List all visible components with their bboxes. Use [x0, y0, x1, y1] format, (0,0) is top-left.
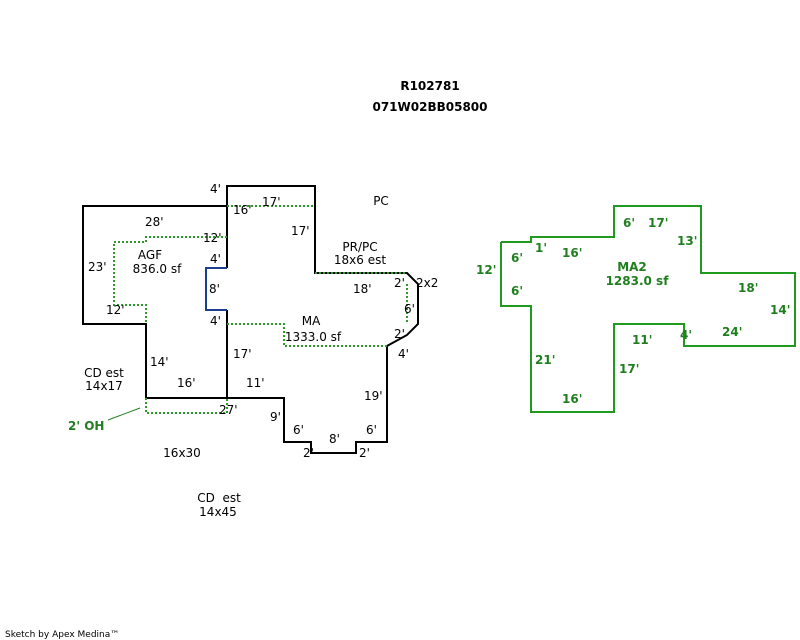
main-dims: 4' 17' 16' 17' 28' 12' 4' 23' 8' 12' 4' …: [88, 182, 438, 460]
blue-notch: [205, 267, 227, 311]
dotted-outlines: [113, 205, 408, 414]
dim-label: 8': [209, 282, 220, 296]
dim-label: 13': [677, 234, 697, 248]
ma2-building: 6' 17' 13' 1' 16' 6' 12' MA2 1283.0 sf 6…: [476, 205, 796, 413]
parcel-number: 071W02BB05800: [372, 100, 487, 114]
area-cd2-name: CD est: [197, 491, 241, 505]
dim-label: 17': [262, 195, 281, 209]
dotted-ma: [227, 323, 387, 347]
dim-label: 12': [203, 231, 222, 245]
area-cd1-size: 14x17: [85, 379, 123, 393]
area-cd2-size: 14x45: [199, 505, 237, 519]
dim-label: 2': [303, 446, 314, 460]
dim-label: 18': [353, 282, 372, 296]
dim-label: 16': [562, 392, 582, 406]
dim-label: 12': [106, 303, 125, 317]
dim-label: 17': [648, 216, 668, 230]
dotted-deck: [145, 398, 228, 414]
dim-label: 8': [329, 432, 340, 446]
dim-label: 16': [233, 203, 252, 217]
dim-label: 11': [632, 333, 652, 347]
dim-label: 27': [219, 403, 238, 417]
dotted-agf: [113, 236, 227, 324]
area-ma2-name: MA2: [617, 260, 647, 274]
dim-label: 6': [511, 251, 523, 265]
area-cd1-name: CD est: [84, 366, 124, 380]
dim-label: 18': [738, 281, 758, 295]
dim-label: 6': [623, 216, 635, 230]
area-prpc-name: PR/PC: [342, 240, 377, 254]
dim-label: 4': [680, 328, 692, 342]
dim-label: 6': [293, 423, 304, 437]
area-agf-size: 836.0 sf: [133, 262, 182, 276]
main-area-labels: PC PR/PC 18x6 est AGF 836.0 sf MA 1333.0…: [84, 194, 389, 519]
dim-label: 2': [394, 276, 405, 290]
dim-label: 9': [270, 410, 281, 424]
dim-label: 6': [366, 423, 377, 437]
dim-label: 24': [722, 325, 742, 339]
dim-label: 21': [535, 353, 555, 367]
account-number: R102781: [400, 79, 459, 93]
area-prpc-size: 18x6 est: [334, 253, 386, 267]
dim-label: 14': [150, 355, 169, 369]
dim-label: 17': [619, 362, 639, 376]
dim-label: 2': [394, 327, 405, 341]
dim-label: 23': [88, 260, 107, 274]
outline-main: [82, 185, 419, 454]
area-agf-name: AGF: [138, 248, 162, 262]
dim-label: 4': [398, 347, 409, 361]
area-ma-name: MA: [302, 314, 321, 328]
dim-label: 4': [210, 182, 221, 196]
overhang-label: 2' OH: [68, 419, 104, 433]
dim-label: 19': [364, 389, 383, 403]
area-ma-size: 1333.0 sf: [285, 330, 342, 344]
dim-label: 17': [233, 347, 252, 361]
area-pc-name: PC: [373, 194, 389, 208]
area-ma2-size: 1283.0 sf: [606, 274, 670, 288]
overhang-callout: 2' OH: [68, 407, 141, 433]
dim-label: 2': [359, 446, 370, 460]
main-building: [82, 185, 419, 454]
outline-ma2: [500, 205, 796, 413]
dim-label: 6': [511, 284, 523, 298]
dim-label: 12': [476, 263, 496, 277]
area-slab: 16x30: [163, 446, 201, 460]
dim-label: 2x2: [416, 276, 438, 290]
footer-credit: Sketch by Apex Medina™: [5, 630, 119, 640]
dim-label: 28': [145, 215, 164, 229]
dim-label: 14': [770, 303, 790, 317]
dim-label: 16': [177, 376, 196, 390]
dim-label: 16': [562, 246, 582, 260]
overhang-leader: [107, 407, 141, 421]
dim-label: 4': [210, 314, 221, 328]
dim-label: 6': [404, 302, 415, 316]
dim-label: 1': [535, 241, 547, 255]
dim-label: 4': [210, 252, 221, 266]
dim-label: 17': [291, 224, 310, 238]
dim-label: 11': [246, 376, 265, 390]
